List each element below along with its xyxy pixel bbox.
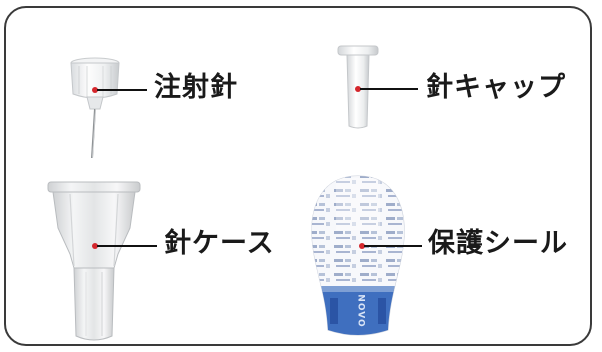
protective-seal-illustration: NOVO (306, 172, 410, 340)
needle-leader-line (97, 89, 147, 91)
seal-print-text: NOVO (355, 294, 366, 328)
needle-cap-label: 針キャップ (426, 72, 566, 103)
needle-illustration (61, 54, 131, 164)
needle-label: 注射針 (154, 72, 238, 103)
needle-case-illustration (44, 178, 144, 344)
protective-seal-label: 保護シール (428, 228, 568, 259)
needle-case-label: 針ケース (164, 228, 275, 259)
needle-cap-leader-line (360, 88, 418, 90)
protective-seal-leader-dot (359, 243, 365, 249)
protective-seal-leader-line (364, 245, 422, 247)
needle-cap-leader-dot (355, 86, 361, 92)
needle-case-leader-dot (92, 243, 98, 249)
needle-leader-dot (92, 87, 98, 93)
diagram-frame: 注射針 針キャップ (4, 6, 592, 346)
needle-case-leader-line (97, 245, 157, 247)
